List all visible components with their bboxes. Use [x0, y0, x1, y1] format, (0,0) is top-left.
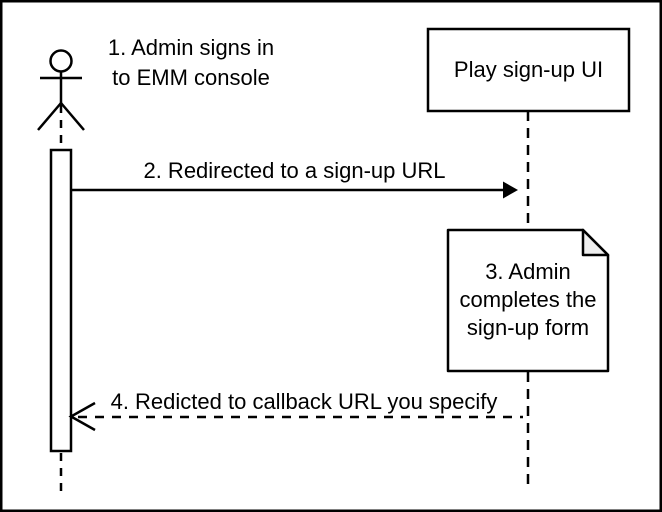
- actor-left-leg: [37, 102, 62, 131]
- play-signup-ui-box: [426, 27, 631, 113]
- note-shape: [446, 228, 610, 373]
- step1-line1: 1. Admin signs in: [107, 35, 275, 60]
- step1-line2: to EMM console: [112, 65, 270, 90]
- admin-actor-icon: [37, 49, 85, 149]
- message-4-open-arrowhead: [68, 401, 96, 432]
- activation-bar: [49, 148, 73, 453]
- note3-line3: sign-up form: [466, 315, 590, 340]
- note-3-label: 3. Admin completes the sign-up form: [448, 258, 608, 342]
- actor-right-leg: [60, 102, 85, 131]
- message-4-label: 4. Redicted to callback URL you specify: [110, 389, 498, 414]
- note3-line2: completes the: [459, 287, 597, 312]
- message-2-arrowhead: [503, 181, 518, 199]
- note3-line1: 3. Admin: [485, 259, 571, 284]
- message-4-arrow: [68, 401, 523, 432]
- participant-name: Play sign-up UI: [453, 57, 604, 82]
- note-body: [446, 228, 610, 373]
- step1-annotation: 1. Admin signs in to EMM console: [91, 33, 291, 93]
- participant-box-label: Play sign-up UI: [428, 29, 629, 111]
- message-2-label: 2. Redirected to a sign-up URL: [143, 158, 446, 183]
- message-2-arrow: [71, 181, 518, 199]
- actor-head: [49, 49, 73, 73]
- note-fold: [581, 228, 610, 257]
